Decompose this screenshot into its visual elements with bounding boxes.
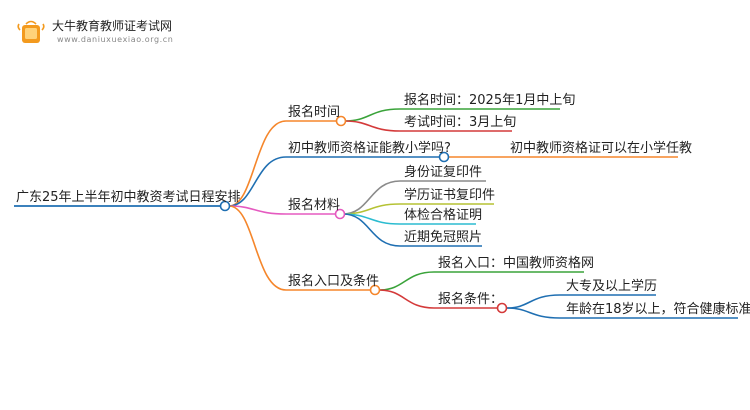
can-teach-primary-marker: [438, 151, 450, 163]
connector-photo: [342, 213, 482, 247]
connector-entry-site: [378, 271, 584, 291]
node-markers: [219, 115, 508, 314]
leaf-id-copy: 身份证复印件: [404, 164, 482, 180]
leaf-registration-date: 报名时间：2025年1月中上旬: [404, 92, 575, 108]
connector-conditions: [378, 289, 497, 309]
registration-time-marker: [335, 115, 347, 127]
connector-registration-date: [344, 108, 560, 122]
connectors: [228, 108, 738, 319]
connector-age-health: [506, 307, 738, 319]
conditions-marker: [496, 302, 508, 314]
leaf-degree: 大专及以上学历: [566, 278, 657, 294]
branch-entry-conditions: 报名入口及条件: [288, 273, 379, 289]
branch-registration-time: 报名时间: [288, 104, 340, 120]
leaf-diploma-copy: 学历证书复印件: [404, 187, 495, 203]
leaf-can-teach-answer: 初中教师资格证可以在小学任教: [510, 140, 692, 156]
leaf-photo: 近期免冠照片: [404, 230, 482, 245]
root-node-marker: [219, 200, 231, 212]
connector-degree: [506, 294, 656, 309]
logo-book-icon: [17, 20, 45, 43]
logo-title: 大牛教育教师证考试网: [52, 19, 173, 33]
connector-exam-date: [344, 120, 512, 132]
logo-subtitle: www.daniuxuexiao.org.cn: [57, 35, 174, 44]
branch-can-teach-primary: 初中教师资格证能教小学吗?: [288, 140, 451, 156]
leaf-health-certificate: 体检合格证明: [404, 207, 482, 223]
materials-marker: [334, 208, 346, 220]
root-title: 广东25年上半年初中教资考试日程安排: [16, 189, 241, 205]
entry-conditions-marker: [369, 284, 381, 296]
connector-root-can-teach-primary: [228, 156, 440, 207]
connector-root-registration-time: [228, 120, 340, 207]
connector-root-entry-conditions: [228, 205, 373, 291]
connector-id-copy: [342, 180, 486, 215]
leaf-age-health: 年龄在18岁以上，符合健康标准: [566, 301, 750, 317]
connector-root-materials: [228, 205, 338, 215]
subbranch-conditions: 报名条件：: [438, 291, 503, 307]
branch-materials: 报名材料: [288, 197, 340, 213]
leaf-exam-date: 考试时间：3月上旬: [404, 115, 516, 130]
leaf-entry-site: 报名入口：中国教师资格网: [438, 255, 594, 271]
